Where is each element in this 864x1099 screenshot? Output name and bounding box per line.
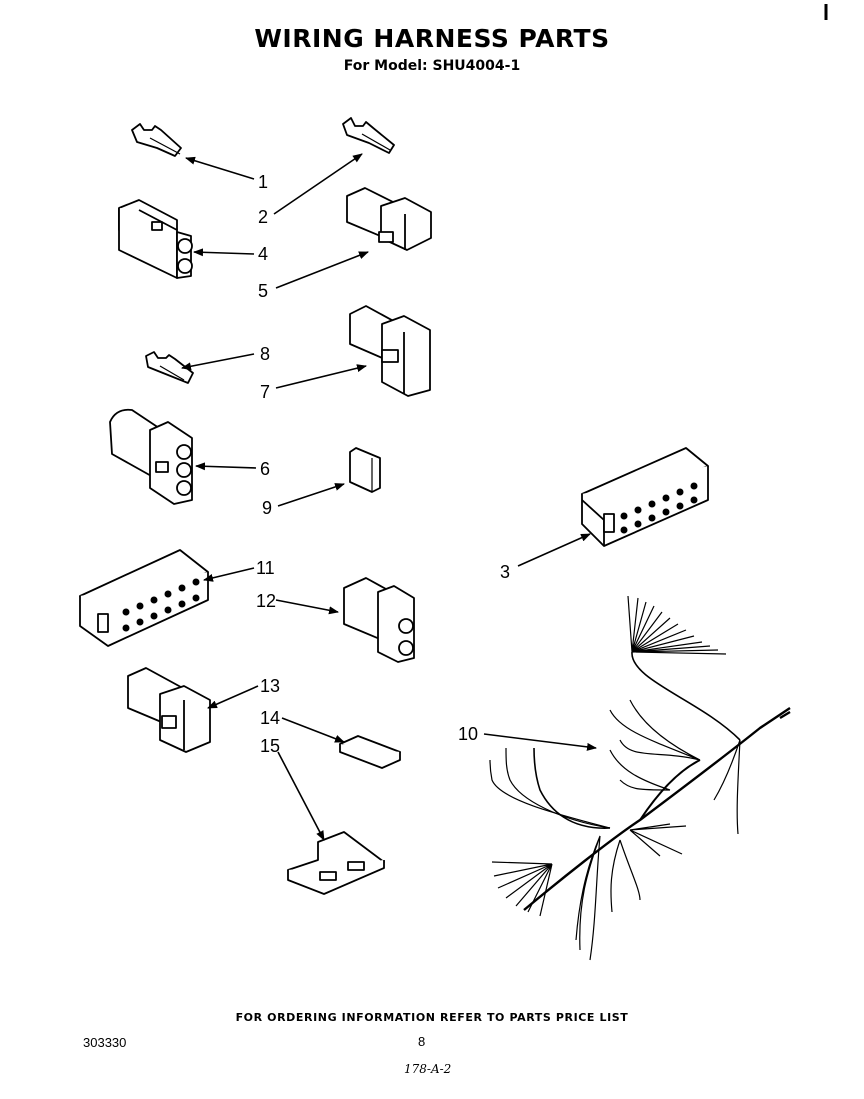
part-8-terminal (145, 351, 194, 384)
page-title: WIRING HARNESS PARTS (254, 24, 610, 53)
leader-7 (275, 364, 367, 389)
leader-4 (193, 248, 255, 257)
callout-9: 9 (262, 498, 272, 518)
callout-numbers: 1 2 3 4 5 6 7 8 9 10 11 12 13 14 15 (256, 172, 510, 756)
leader-3 (517, 533, 591, 567)
page-number: 8 (418, 1034, 426, 1049)
leader-14 (281, 717, 345, 743)
callout-15: 15 (260, 736, 280, 756)
part-12-two-pin-connector (343, 577, 415, 663)
leader-10 (483, 733, 597, 751)
callout-leaders (181, 153, 597, 841)
leader-13 (207, 685, 259, 709)
callout-8: 8 (260, 344, 270, 364)
callout-7: 7 (260, 382, 270, 402)
leader-2 (273, 153, 363, 215)
callout-1: 1 (258, 172, 268, 192)
part-3-multipin-connector (581, 447, 709, 547)
document-number: 303330 (83, 1035, 127, 1050)
callout-11: 11 (256, 558, 275, 578)
leader-11 (203, 567, 255, 582)
part-4-two-pin-connector (118, 199, 193, 279)
part-6-three-pin-connector (109, 408, 193, 505)
leader-15 (277, 751, 325, 841)
callout-3: 3 (500, 562, 510, 582)
callout-6: 6 (260, 459, 270, 479)
callout-10: 10 (458, 724, 478, 744)
part-10-wiring-harness (489, 595, 791, 961)
leader-12 (275, 599, 339, 615)
leader-8 (181, 353, 255, 371)
part-14-pad (339, 735, 401, 769)
part-11-multipin-connector (79, 549, 209, 647)
callout-14: 14 (260, 708, 280, 728)
ordering-note: FOR ORDERING INFORMATION REFER TO PARTS … (235, 1011, 629, 1024)
part-7-housing (349, 305, 431, 397)
callout-13: 13 (260, 676, 280, 696)
leader-1 (185, 156, 255, 180)
part-15-bracket (287, 831, 385, 895)
leader-5 (275, 251, 369, 289)
callout-2: 2 (258, 207, 268, 227)
part-2-terminal (342, 117, 395, 154)
callout-4: 4 (258, 244, 268, 264)
handwritten-code: 178-A-2 (404, 1062, 452, 1076)
model-subtitle: For Model: SHU4004-1 (343, 58, 521, 74)
part-5-housing (346, 187, 432, 251)
part-1-terminal (131, 123, 182, 157)
callout-12: 12 (256, 591, 276, 611)
part-13-housing (127, 667, 211, 753)
part-9-block (349, 447, 381, 493)
leader-9 (277, 483, 345, 507)
callout-5: 5 (258, 281, 268, 301)
leader-6 (195, 462, 257, 471)
